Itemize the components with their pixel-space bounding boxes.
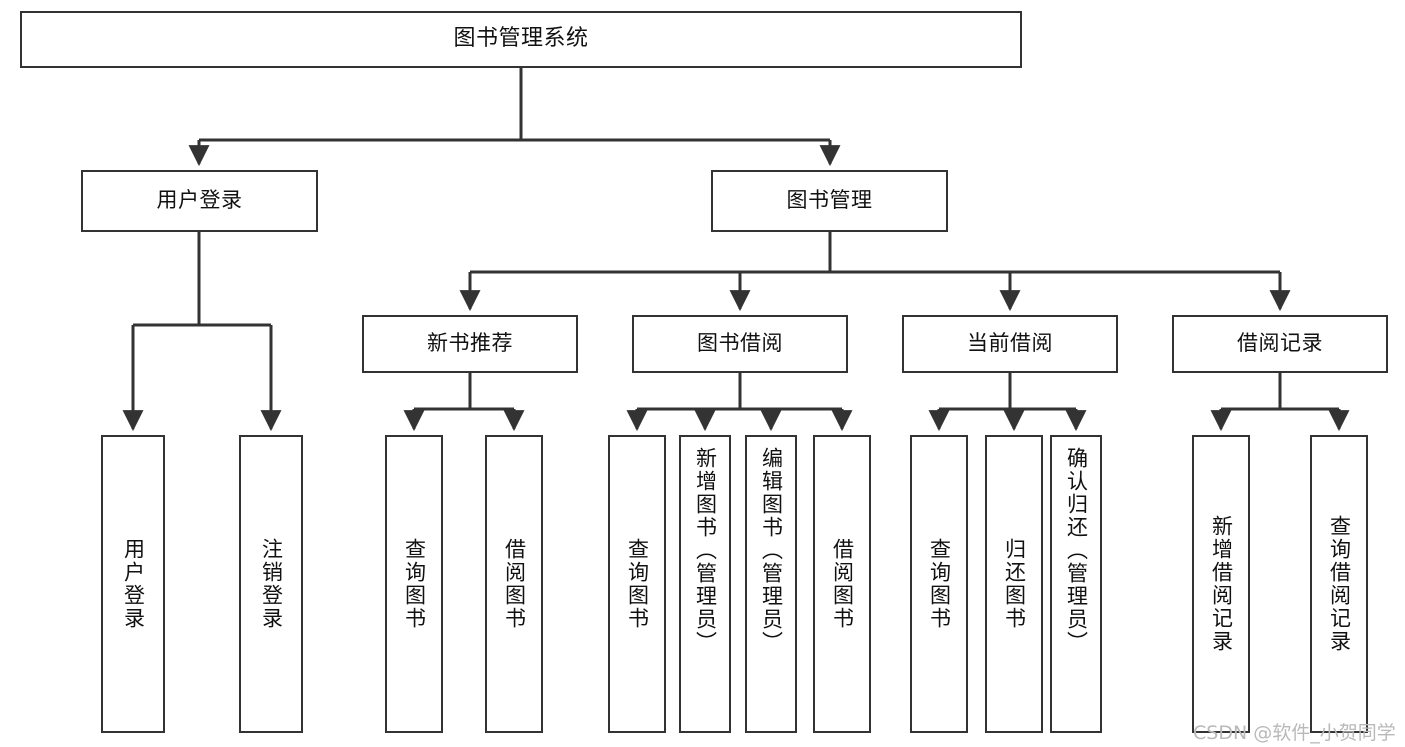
node-leaf-add-book-label: 新增图书（管理员） — [693, 447, 718, 654]
node-leaf-edit-book-label: 编辑图书（管理员） — [759, 447, 784, 654]
node-leaf-query-book-rec[interactable]: 查询图书 — [385, 435, 443, 733]
node-leaf-borrow-book-rec[interactable]: 借阅图书 — [485, 435, 543, 733]
node-leaf-add-book[interactable]: 新增图书（管理员） — [679, 435, 731, 733]
node-book-borrow[interactable]: 图书借阅 — [632, 315, 848, 373]
node-root-label: 图书管理系统 — [453, 26, 589, 52]
node-new-book-recommend[interactable]: 新书推荐 — [362, 315, 578, 373]
node-leaf-user-login-label: 用户登录 — [121, 538, 146, 630]
node-leaf-query-record-label: 查询借阅记录 — [1327, 515, 1352, 653]
node-leaf-query-book-mgmt[interactable]: 查询图书 — [608, 435, 666, 733]
node-borrow-records[interactable]: 借阅记录 — [1172, 315, 1388, 373]
node-root[interactable]: 图书管理系统 — [20, 11, 1022, 68]
node-new-book-recommend-label: 新书推荐 — [427, 331, 513, 356]
node-leaf-borrow-book-label: 借阅图书 — [830, 538, 855, 630]
node-leaf-add-record-label: 新增借阅记录 — [1209, 515, 1234, 653]
node-leaf-borrow-book-rec-label: 借阅图书 — [502, 538, 527, 630]
node-leaf-user-logout[interactable]: 注销登录 — [239, 435, 303, 733]
node-book-management[interactable]: 图书管理 — [711, 170, 948, 232]
watermark: CSDN @软件_小贺同学 — [1193, 722, 1396, 744]
node-leaf-query-book-mgmt-label: 查询图书 — [625, 538, 650, 630]
node-current-borrow-label: 当前借阅 — [967, 331, 1053, 356]
node-current-borrow[interactable]: 当前借阅 — [902, 315, 1118, 373]
node-leaf-query-book-cur-label: 查询图书 — [927, 538, 952, 630]
node-leaf-add-record[interactable]: 新增借阅记录 — [1192, 435, 1250, 733]
node-leaf-return-book-label: 归还图书 — [1002, 538, 1027, 630]
node-leaf-user-login[interactable]: 用户登录 — [101, 435, 165, 733]
node-leaf-query-book-cur[interactable]: 查询图书 — [910, 435, 968, 733]
node-user-login[interactable]: 用户登录 — [81, 170, 318, 232]
node-book-management-label: 图书管理 — [786, 188, 873, 213]
node-leaf-return-book[interactable]: 归还图书 — [985, 435, 1043, 733]
node-leaf-query-record[interactable]: 查询借阅记录 — [1310, 435, 1368, 733]
node-leaf-edit-book[interactable]: 编辑图书（管理员） — [745, 435, 797, 733]
node-leaf-user-logout-label: 注销登录 — [259, 538, 284, 630]
node-leaf-confirm-return-label: 确认归还（管理员） — [1064, 447, 1089, 654]
node-leaf-confirm-return[interactable]: 确认归还（管理员） — [1050, 435, 1102, 733]
node-user-login-label: 用户登录 — [156, 188, 243, 213]
node-borrow-records-label: 借阅记录 — [1237, 331, 1323, 356]
node-book-borrow-label: 图书借阅 — [697, 331, 783, 356]
node-leaf-query-book-rec-label: 查询图书 — [402, 538, 427, 630]
node-leaf-borrow-book[interactable]: 借阅图书 — [813, 435, 871, 733]
